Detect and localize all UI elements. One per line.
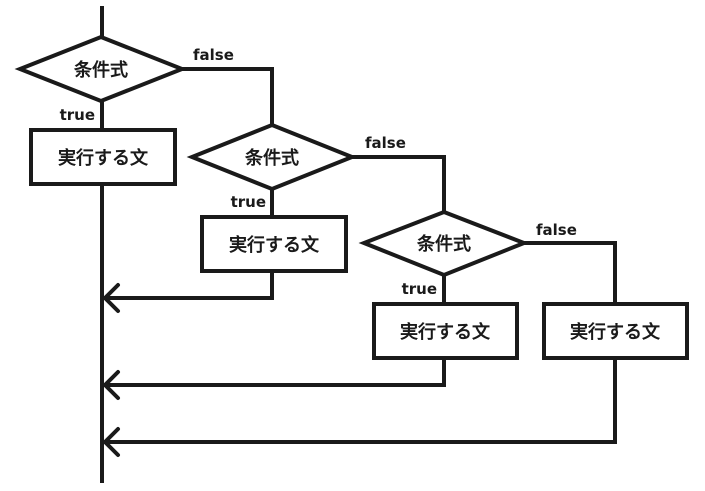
process-box [29, 128, 177, 186]
condition-label: 条件式 [416, 233, 471, 255]
arrow-left-icon [102, 283, 120, 313]
process-box [372, 302, 519, 360]
statement-node-4: 実行する文 [542, 302, 689, 360]
arrow-left-icon [102, 427, 120, 457]
condition-label: 条件式 [244, 147, 299, 169]
process-box [200, 215, 348, 273]
false-connector-3 [522, 241, 617, 306]
condition-node-3: 条件式 [358, 209, 530, 278]
return-line-2 [102, 269, 274, 300]
process-box [542, 302, 689, 360]
condition-node-2: 条件式 [186, 122, 358, 192]
decision-diamond [186, 122, 358, 192]
arrow-left-icon [102, 370, 120, 400]
decision-diamond [14, 34, 188, 104]
false-label-2: false [365, 134, 406, 152]
statement-label: 実行する文 [570, 321, 661, 343]
decision-diamond [358, 209, 530, 278]
statement-label: 実行する文 [400, 321, 491, 343]
true-label-2: true [231, 193, 266, 211]
true-label-3: true [402, 280, 437, 298]
statement-label: 実行する文 [229, 234, 320, 256]
condition-label: 条件式 [73, 59, 128, 81]
return-line-4 [102, 356, 617, 444]
false-label-3: false [536, 221, 577, 239]
return-line-3 [102, 356, 446, 387]
false-connector-1 [180, 67, 274, 127]
statement-label: 実行する文 [58, 147, 149, 169]
condition-node-1: 条件式 [14, 34, 188, 104]
false-connector-2 [350, 155, 446, 214]
statement-node-3: 実行する文 [372, 302, 519, 360]
statement-node-1: 実行する文 [29, 128, 177, 186]
true-label-1: true [60, 106, 95, 124]
statement-node-2: 実行する文 [200, 215, 348, 273]
false-label-1: false [193, 46, 234, 64]
